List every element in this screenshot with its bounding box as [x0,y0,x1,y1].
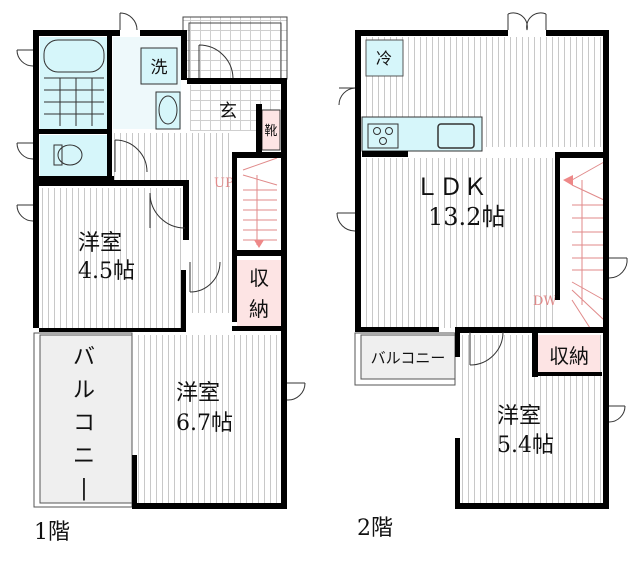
toilet-room [40,135,108,177]
balcony-char: ル [73,378,95,403]
ldk-name: ＬＤＫ [415,173,487,201]
floor-1-label: 1階 [34,520,70,545]
stove-icon [367,123,399,149]
kitchen-counter [361,116,483,152]
door-icon [16,204,34,222]
fridge-label: 冷 [376,49,392,68]
walls-floor1 [33,30,287,509]
floor-2-plan: 冷 ＬＤＫ 13.2帖 DW バルコニー 収納 収納 洋室 5.4帖 [336,12,628,509]
washer-label: 洗 [151,58,168,78]
balcony-char: | [80,476,87,501]
door-icon [608,405,626,423]
stairs-floor2 [562,160,605,329]
bathtub-icon [43,39,105,73]
shoe-box-label: 靴 [264,124,277,139]
stairs-floor1 [237,157,278,250]
door-icon [16,142,34,160]
doors-floor1 [16,12,306,401]
double-door-icon [507,12,547,31]
bedroom-5-4-name: 洋室 [497,404,541,429]
bedroom-4-5-name: 洋室 [78,231,122,256]
floor-2-label: 2階 [357,516,393,541]
stairs-up-label: UP [214,176,234,191]
storage-label-2: 納 [249,297,269,321]
bedroom-4-5 [40,188,184,328]
bedroom-4-5-size: 4.5帖 [78,259,135,284]
balcony-floor2-label: バルコニー [371,349,446,367]
door-icon [336,212,356,232]
walls-floor2 [355,30,609,509]
doors-floor2 [336,12,628,423]
door-icon [608,257,628,279]
stairs-arrow-icon [563,175,573,186]
door-icon [119,12,138,31]
balcony-char: ニ [73,444,95,469]
washer-box [140,47,178,85]
door-icon [286,382,306,401]
kitchen-sink-icon [437,123,475,149]
balcony-floor2 [360,334,456,380]
storage-label-1: 収 [249,266,269,290]
door-icon [338,87,356,106]
bedroom-5-4-size: 5.4帖 [497,433,554,458]
storage-floor2-label: 収納 [549,344,589,368]
entrance-label: 玄 [219,101,237,122]
door-icon [16,49,34,67]
fridge-box [365,39,404,77]
balcony-char: コ [73,411,95,436]
toilet-icon [57,144,83,166]
balcony-floor1 [39,334,133,504]
floor-1-plan: 洗 玄 靴 UP 収 納 洋室 4.5帖 バ [16,12,306,509]
door-icon [198,44,234,79]
hallway [113,133,230,183]
bedroom-6-7-name: 洋室 [176,381,220,406]
sink-icon [155,91,181,130]
ldk-size: 13.2帖 [428,203,505,231]
bedroom-6-7 [138,335,284,503]
balcony-char: バ [73,345,95,370]
bedroom-6-7-size: 6.7帖 [176,411,233,436]
storage-floor1 [237,260,281,326]
stairs-down-label: DW [533,294,557,309]
stairs-arrow-icon [254,240,264,248]
